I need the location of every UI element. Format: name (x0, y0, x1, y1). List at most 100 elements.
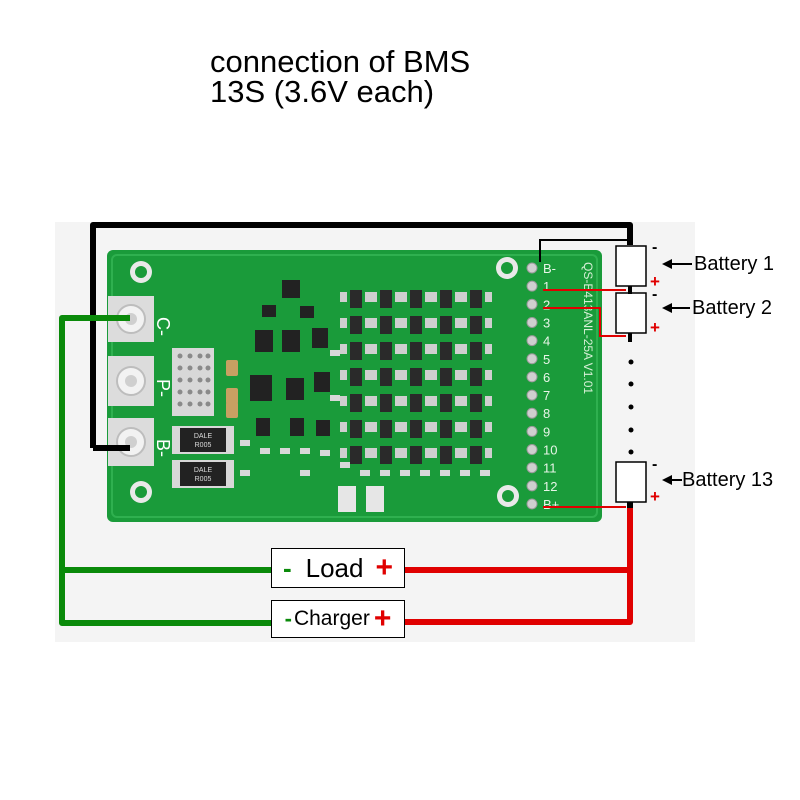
smd-pad (425, 318, 432, 328)
battery-13-plus: + (650, 487, 660, 506)
battery-1-plus: + (650, 272, 660, 291)
mosfet-chip (470, 290, 482, 308)
mosfet-chip (440, 290, 452, 308)
smd-pad (425, 422, 432, 432)
smd-pad (370, 448, 377, 458)
smd-pad (455, 292, 462, 302)
smd-pad (430, 318, 437, 328)
smd-pad (365, 318, 372, 328)
smd-pad (395, 318, 402, 328)
mosfet-chip (410, 342, 422, 360)
pin-label: 11 (543, 461, 557, 476)
smd-pad (430, 344, 437, 354)
pin-label: B+ (543, 497, 559, 512)
shunt-resistor-bottom: DALE R005 (172, 460, 234, 488)
mosfet-chip (470, 316, 482, 334)
pin-pad (526, 262, 538, 274)
battery-1-minus: - (652, 239, 657, 256)
smd-passive (330, 350, 340, 356)
svg-text:R005: R005 (195, 442, 212, 449)
pin-label: 4 (543, 334, 550, 349)
pin-label: 2 (543, 297, 550, 312)
balance-pin-pads (526, 262, 538, 510)
smd-pad (430, 396, 437, 406)
svg-text:DALE: DALE (194, 433, 213, 440)
mosfet-chip (350, 316, 362, 334)
smd-pad (340, 344, 347, 354)
pin-pad (526, 407, 538, 419)
load-box: - Load + (271, 548, 405, 588)
pin-label: 10 (543, 443, 557, 458)
smd-pad (365, 292, 372, 302)
mosfet-chip (350, 394, 362, 412)
smd-pad (430, 448, 437, 458)
ic-chip (286, 378, 304, 400)
smd-pad (365, 448, 372, 458)
pad-c-minus (108, 296, 154, 342)
smd-pad (425, 370, 432, 380)
smd-passive (400, 470, 410, 476)
battery-2-cell (615, 292, 647, 334)
pin-label: 12 (543, 479, 557, 494)
smd-passive (280, 448, 290, 454)
smd-pad (425, 448, 432, 458)
smd-passive (420, 470, 430, 476)
smd-pad (395, 292, 402, 302)
pin-pad (526, 335, 538, 347)
load-label: Load (305, 552, 364, 583)
pin-pad (526, 353, 538, 365)
smd-pad (395, 422, 402, 432)
solder-blob (366, 486, 384, 512)
arrow-icon (662, 475, 682, 485)
ic-chip (300, 306, 314, 318)
mosfet-chip (380, 394, 392, 412)
ic-chip (314, 372, 330, 392)
pin-pad (526, 389, 538, 401)
mosfet-chip (410, 368, 422, 386)
smd-pad (455, 318, 462, 328)
mosfet-chip (440, 342, 452, 360)
balance-wire-2 (543, 307, 626, 337)
charger-negative-wire (59, 315, 272, 626)
smd-pad (370, 422, 377, 432)
smd-pad (485, 396, 492, 406)
smd-pad (370, 396, 377, 406)
smd-pad (430, 292, 437, 302)
mosfet-chip (410, 290, 422, 308)
smd-pad (460, 396, 467, 406)
smd-pad (485, 448, 492, 458)
mosfet-chip (350, 290, 362, 308)
mosfet-chip (410, 394, 422, 412)
battery-13-cell (615, 461, 647, 503)
svg-text:DALE: DALE (194, 467, 213, 474)
ic-chip (312, 328, 328, 348)
ic-chip (256, 418, 270, 436)
pin-pad (526, 425, 538, 437)
ic-chip (250, 375, 272, 401)
pin-pad (526, 462, 538, 474)
mosfet-chip (410, 446, 422, 464)
smd-pad (430, 370, 437, 380)
smd-pad (455, 396, 462, 406)
smd-pad (370, 318, 377, 328)
ic-chip (282, 280, 300, 298)
mosfet-chip (380, 316, 392, 334)
mosfet-chip (380, 420, 392, 438)
smd-passive (300, 470, 310, 476)
pin-label: 3 (543, 315, 550, 330)
mosfet-chip (410, 420, 422, 438)
arrow-icon (662, 259, 692, 269)
pin-label: 1 (543, 279, 550, 294)
smd-pad (485, 370, 492, 380)
smd-pad (365, 344, 372, 354)
smd-pad (460, 422, 467, 432)
mosfet-chip (380, 368, 392, 386)
smd-pad (455, 422, 462, 432)
smd-pad (460, 344, 467, 354)
mosfet-chip (440, 368, 452, 386)
smd-pad (485, 292, 492, 302)
svg-text:R005: R005 (195, 476, 212, 483)
pin-pad (526, 316, 538, 328)
